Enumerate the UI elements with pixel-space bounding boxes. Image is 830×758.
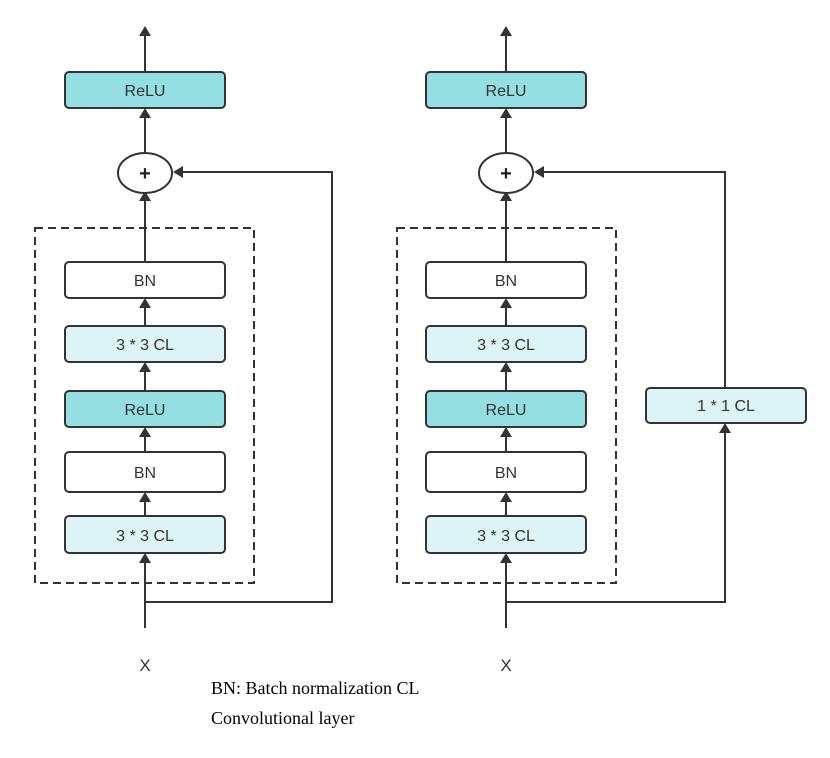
legend-caption-line-1: BN: Batch normalization CL	[211, 678, 420, 698]
left-conv-box-bottom	[64, 515, 226, 554]
left-residual-block	[34, 26, 333, 628]
right-conv-label-top: 3 * 3 CL	[477, 337, 535, 354]
right-output-relu-label: ReLU	[486, 83, 527, 100]
left-output-relu-label: ReLU	[125, 83, 166, 100]
right-add-symbol: +	[500, 163, 512, 185]
right-add-node	[478, 152, 534, 194]
left-input-label: X	[139, 656, 150, 675]
right-conv1x1-box	[645, 387, 807, 424]
right-conv1x1-label: 1 * 1 CL	[697, 398, 755, 415]
right-bn-label-bottom: BN	[495, 465, 517, 482]
right-input-label: X	[500, 656, 511, 675]
left-add-symbol: +	[139, 163, 151, 185]
left-bn-box-bottom	[64, 451, 226, 493]
left-conv-label-bottom: 3 * 3 CL	[116, 528, 174, 545]
right-conv-label-bottom: 3 * 3 CL	[477, 528, 535, 545]
right-relu-label-inner: ReLU	[486, 402, 527, 419]
right-shortcut-to-conv1x1	[506, 423, 731, 603]
right-relu-box-inner	[425, 390, 587, 428]
right-bn-box-bottom	[425, 451, 587, 493]
left-relu-label-inner: ReLU	[125, 402, 166, 419]
legend-caption-line-2: Convolutional layer	[211, 708, 355, 728]
right-conv-box-bottom	[425, 515, 587, 554]
left-conv-box-top	[64, 325, 226, 363]
left-output-relu-box	[64, 71, 226, 109]
left-add-node	[117, 152, 173, 194]
left-bn-box-top	[64, 261, 226, 299]
left-bn-label-top: BN	[134, 273, 156, 290]
right-dashed-container	[396, 227, 617, 584]
right-shortcut-to-add	[534, 166, 726, 388]
right-residual-block	[396, 26, 731, 628]
left-identity-shortcut	[145, 166, 333, 603]
right-bn-label-top: BN	[495, 273, 517, 290]
right-conv-box-top	[425, 325, 587, 363]
left-bn-label-bottom: BN	[134, 465, 156, 482]
left-relu-box-inner	[64, 390, 226, 428]
right-output-relu-box	[425, 71, 587, 109]
left-dashed-container	[34, 227, 255, 584]
right-bn-box-top	[425, 261, 587, 299]
left-conv-label-top: 3 * 3 CL	[116, 337, 174, 354]
